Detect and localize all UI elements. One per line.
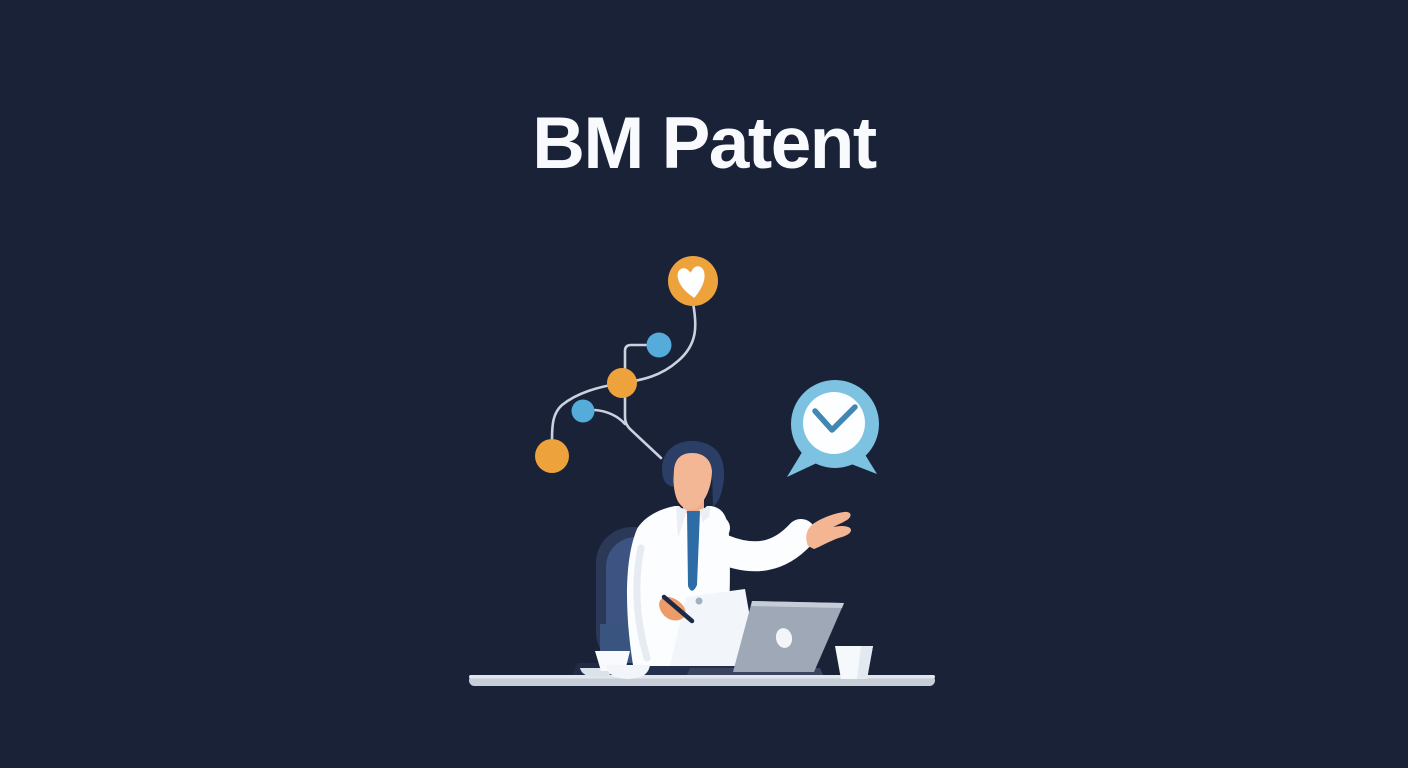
clock-face: [803, 392, 865, 454]
heart-marker-icon: [677, 266, 705, 298]
face: [673, 449, 712, 510]
writing-hand: [659, 596, 686, 621]
page-title: BM Patent: [532, 103, 877, 184]
path-connector-2: [593, 408, 627, 426]
laptop-lid-highlight: [751, 601, 844, 608]
clock-icon: [787, 380, 879, 477]
milestone-nodes: [535, 256, 718, 473]
paper-cup-icon: [835, 646, 873, 679]
path-node-blue-2: [571, 399, 595, 423]
open-hand: [806, 511, 852, 549]
laptop-logo: [775, 628, 793, 648]
desk: [469, 675, 935, 686]
coffee-cup-set: [580, 651, 650, 679]
path-node-orange-mid: [607, 368, 637, 398]
coat-button: [695, 597, 703, 605]
hair: [662, 440, 725, 507]
coat-lapel-left: [676, 506, 687, 538]
person-at-desk-illustration: [571, 440, 852, 677]
coffee-bowl: [606, 665, 650, 679]
coat-seam: [633, 544, 651, 662]
clock-foot-right: [846, 448, 877, 474]
pen-icon: [661, 594, 695, 624]
necktie: [687, 511, 700, 591]
clock-hands: [812, 404, 858, 433]
arm-sleeve: [707, 519, 816, 572]
path-connector-1: [623, 343, 663, 460]
paper-sheet: [668, 589, 760, 675]
path-node-orange-bottom: [535, 439, 569, 473]
desk-shadow-strip: [628, 666, 748, 677]
laptop-icon: [686, 601, 844, 677]
path-node-blue-1: [646, 332, 672, 358]
